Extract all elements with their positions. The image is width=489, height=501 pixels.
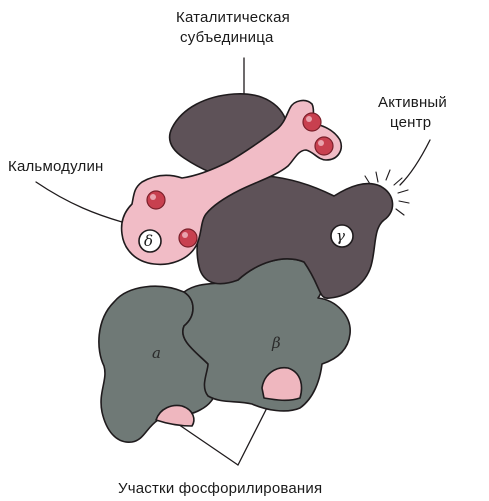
leader-phospho-left [172,420,238,465]
binding-spot-4 [315,137,333,155]
leader-active [400,140,430,185]
subunit-gamma-label: γ [336,227,345,245]
subunit-alpha-label: a [152,344,161,362]
binding-spot-1 [147,191,165,209]
binding-spot-3 [303,113,321,131]
subunit-delta-label: δ [144,232,153,250]
subunit-beta-label: β [271,334,281,352]
binding-spot-2 [179,229,197,247]
leader-calmodulin [36,182,122,222]
